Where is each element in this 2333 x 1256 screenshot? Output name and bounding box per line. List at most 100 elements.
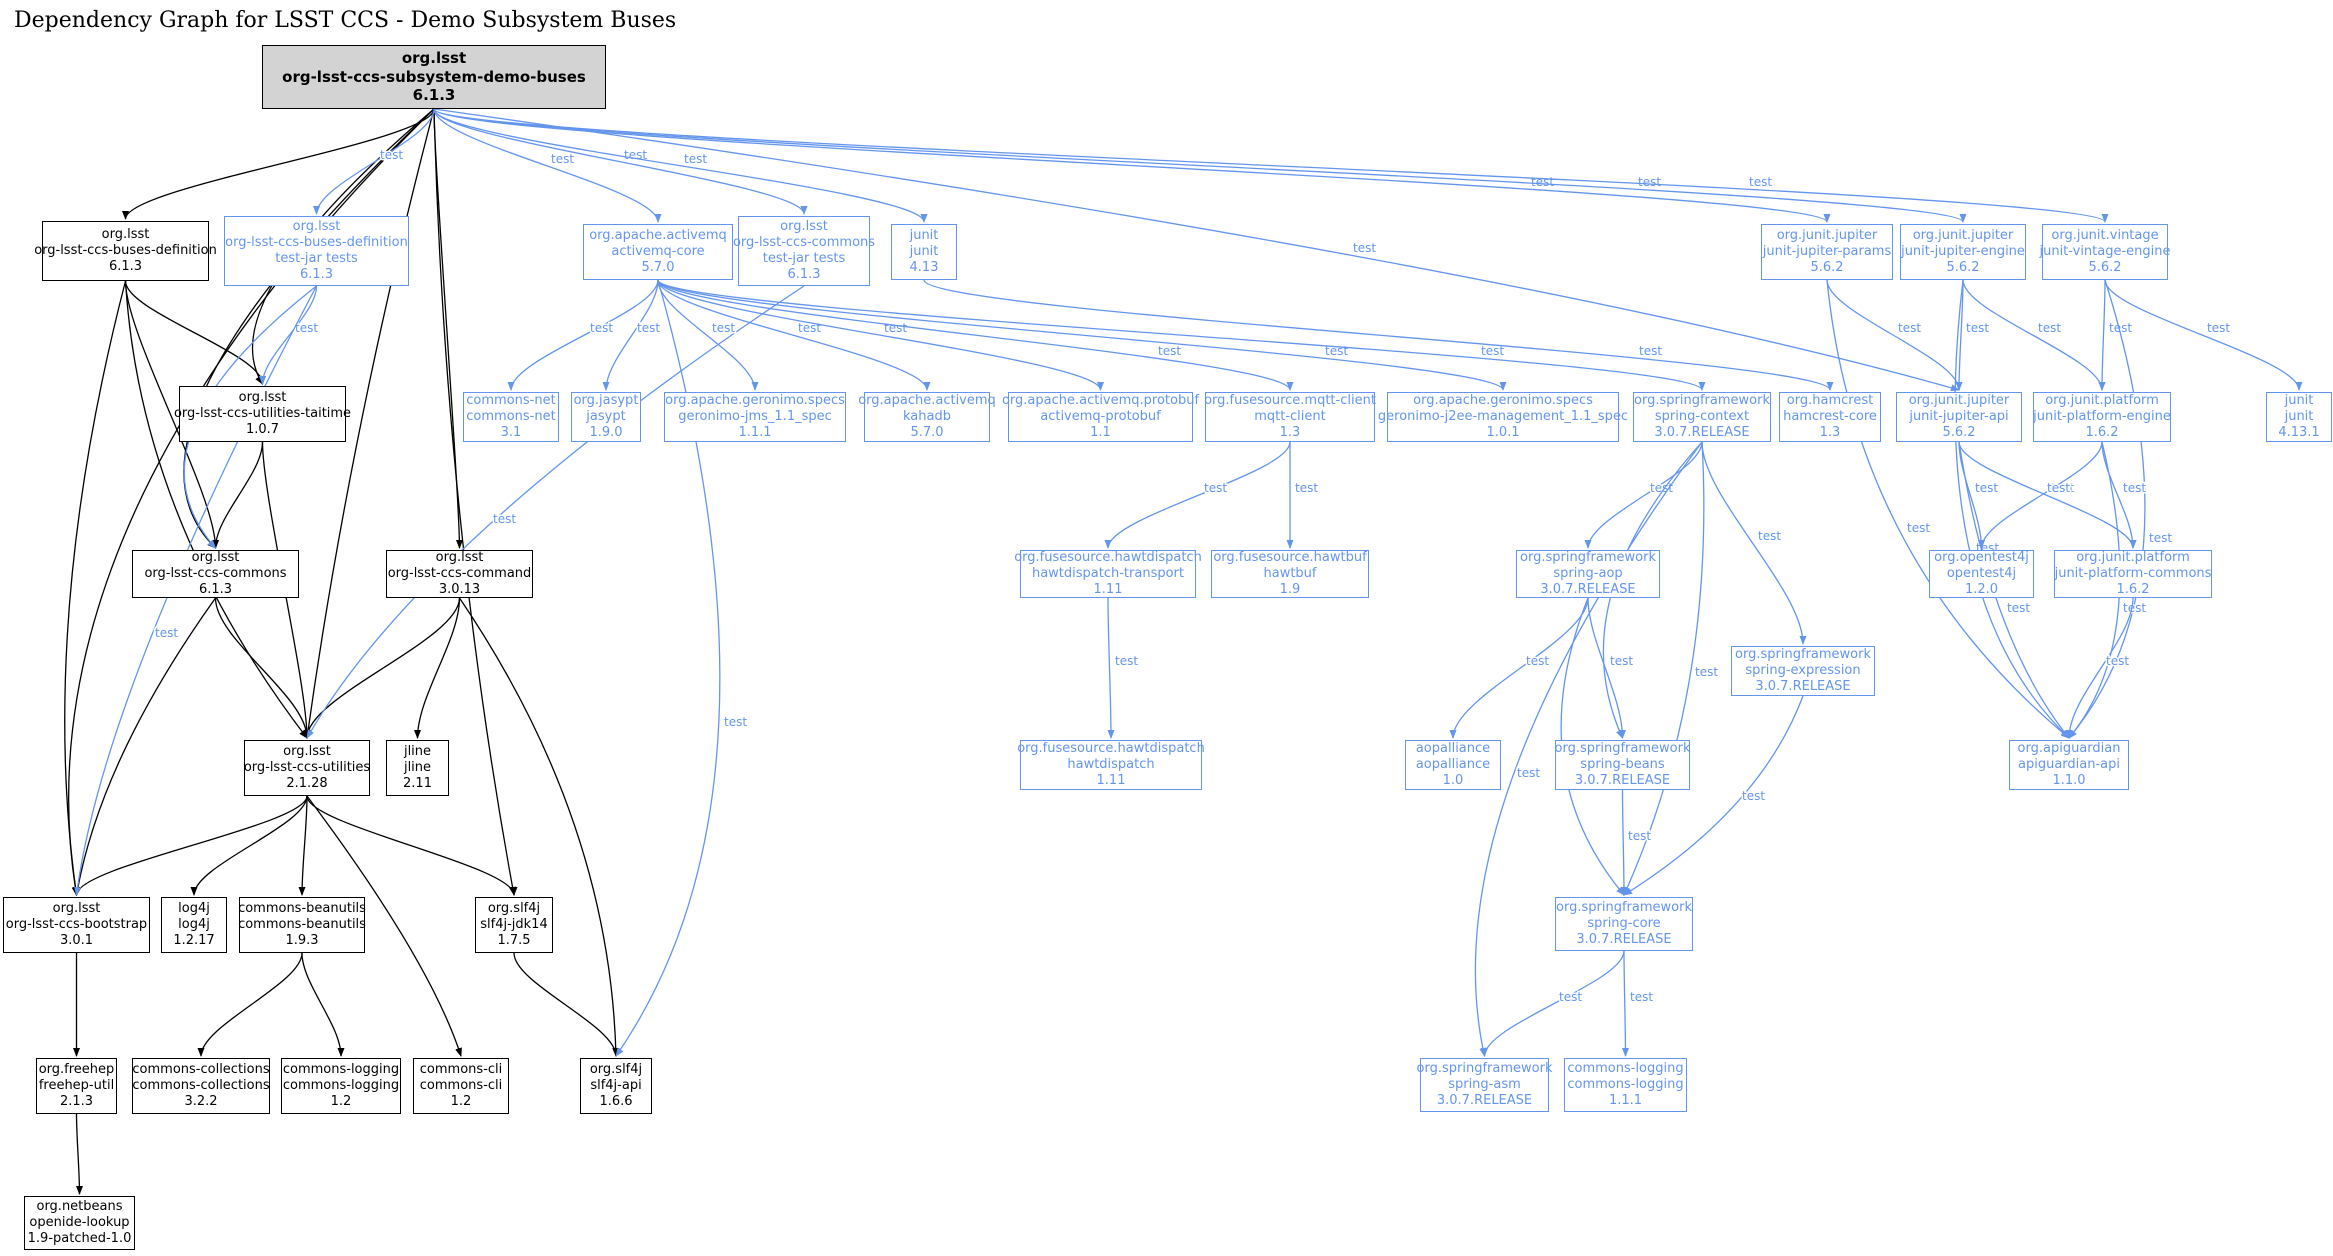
node-text-line: org.springframework: [1554, 740, 1691, 756]
node-text-line: kahadb: [903, 408, 951, 424]
node-text-line: activemq-protobuf: [1040, 408, 1161, 424]
node-text-line: junit: [909, 227, 939, 243]
node-text-line: 6.1.3: [299, 267, 334, 283]
node-text-line: org-lsst-ccs-buses-definition: [225, 234, 408, 250]
node-text-line: junit-jupiter-api: [1909, 408, 2009, 424]
edge-label: test: [2109, 321, 2132, 335]
node-text-line: opentest4j: [1946, 565, 2017, 581]
edge-ccs_utilities-commons_cli: [306, 795, 462, 1057]
edge-root-ccs_commons_tests: [433, 108, 808, 215]
edge-hawtdispatch_transport-hawtdispatch: [1107, 597, 1115, 739]
edge-label: test: [1517, 766, 1540, 780]
edge-junit_jupiter_engine-junit_platform_engine: [1962, 279, 2106, 391]
node-text-line: junit: [909, 243, 939, 259]
node-text-line: aopalliance: [1415, 740, 1491, 756]
edge-root-junit_jupiter_api: [433, 108, 1960, 392]
node-text-line: org.lsst: [435, 549, 484, 565]
edge-label: test: [884, 321, 907, 335]
node-text-line: 1.9: [1279, 582, 1301, 598]
edge-junit_platform_engine-junit_platform_commons: [2101, 441, 2137, 549]
edge-freehep_util-openide_lookup: [75, 1113, 83, 1195]
edge-buses_definition-taitime: [124, 280, 266, 385]
node-text-line: spring-expression: [1745, 662, 1861, 678]
node-text-line: 1.6.2: [2085, 425, 2119, 441]
node-text-line: 1.9-patched-1.0: [27, 1231, 132, 1247]
node-text-line: junit-platform-engine: [2033, 408, 2171, 424]
node-text-line: org.lsst: [283, 743, 331, 759]
edge-spring_beans-spring_core: [1620, 789, 1628, 896]
edge-ccs_command-jline: [414, 597, 461, 739]
node-text-line: org.lsst: [191, 549, 240, 565]
node-text-line: junit: [2284, 392, 2314, 408]
edge-junit_jupiter_api-apiguardian: [1958, 441, 2070, 739]
node-text-line: org.lsst: [238, 389, 287, 405]
edge-label: test: [1966, 321, 1989, 335]
edge-junit_platform_engine-apiguardian: [2068, 441, 2121, 739]
edge-buses_definition-ccs_commons: [124, 280, 219, 549]
node-text-line: apiguardian-api: [2018, 756, 2120, 772]
node-text-line: 1.11: [1093, 582, 1123, 598]
node-text-line: jline: [403, 743, 432, 759]
node-text-line: org-lsst-ccs-commons: [144, 565, 287, 581]
edge-spring_context-spring_aop: [1584, 441, 1703, 549]
node-text-line: commons-logging: [282, 1077, 400, 1093]
node-text-line: 1.0: [1442, 773, 1464, 789]
node-text-line: org-lsst-ccs-command: [387, 565, 532, 581]
node-text-line: 3.0.1: [59, 933, 94, 949]
edge-label: test: [1749, 175, 1772, 189]
node-text-line: 1.2: [330, 1094, 352, 1110]
edge-mqtt_client-hawtdispatch_transport: [1104, 441, 1291, 549]
edge-spring_core-spring_asm: [1481, 950, 1625, 1057]
edge-junit_jupiter_params-apiguardian: [1826, 279, 2070, 739]
node-text-line: org.fusesource.hawtdispatch: [1017, 740, 1205, 756]
node-text-line: spring-aop: [1553, 565, 1623, 581]
node-text-line: 1.6.2: [2116, 582, 2150, 598]
node-text-line: 1.3: [1819, 425, 1841, 441]
edge-root-activemq_core: [433, 108, 662, 223]
node-text-line: 1.1.0: [2052, 773, 2086, 789]
edge-root-buses_definition_tests: [313, 108, 435, 215]
node-text-line: jasypt: [586, 408, 626, 424]
node-text-line: 1.1.1: [738, 425, 772, 441]
edge-spring_core-commons_logging_111: [1621, 950, 1629, 1057]
edge-activemq_core-jasypt: [602, 279, 659, 391]
node-text-line: org.fusesource.hawtbuf: [1213, 549, 1367, 565]
node-text-line: org.jasypt: [573, 392, 639, 408]
edge-label: test: [1295, 481, 1318, 495]
edge-label: test: [2051, 481, 2074, 495]
node-text-line: org-lsst-ccs-buses-definition: [34, 242, 217, 258]
node-text-line: org.junit.platform: [2076, 549, 2190, 565]
edge-label: test: [637, 321, 660, 335]
edge-label: test: [2207, 321, 2230, 335]
edge-junit_jupiter_engine-junit_jupiter_api: [1955, 279, 1964, 391]
node-text-line: 3.0.7.RELEASE: [1540, 582, 1636, 598]
node-text-line: 3.0.7.RELEASE: [1574, 773, 1671, 789]
node-text-line: test-jar tests: [275, 251, 358, 266]
node-text-line: 4.13: [909, 260, 939, 276]
edge-activemq_core-kahadb: [657, 279, 931, 391]
node-text-line: log4j: [178, 916, 210, 932]
edge-label: test: [551, 152, 574, 166]
node-text-line: 5.7.0: [910, 425, 944, 441]
edge-ccs_commons-bootstrap: [74, 597, 217, 896]
edge-label: test: [1115, 654, 1138, 668]
edge-label: test: [1531, 175, 1554, 189]
edge-ccs_utilities-log4j: [190, 795, 308, 896]
node-text-line: slf4j-jdk14: [480, 916, 548, 932]
